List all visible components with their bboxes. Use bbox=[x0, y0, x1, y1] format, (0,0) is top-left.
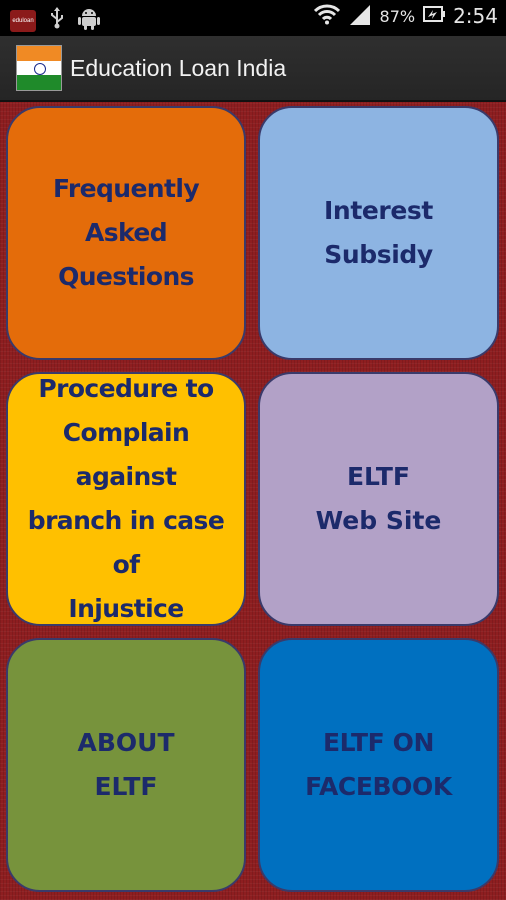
signal-icon bbox=[348, 3, 372, 29]
android-icon bbox=[78, 6, 100, 35]
battery-percent: 87% bbox=[379, 6, 416, 26]
eltf-website-tile-button[interactable]: ELTF Web Site bbox=[258, 372, 499, 626]
status-bar: eduloan bbox=[0, 0, 506, 36]
notification-app-label: eduloan bbox=[12, 17, 34, 24]
app-title: Education Loan India bbox=[70, 54, 287, 81]
action-bar: Education Loan India bbox=[0, 36, 506, 102]
wifi-icon bbox=[313, 3, 340, 29]
about-eltf-tile-button[interactable]: ABOUT ELTF bbox=[6, 638, 246, 892]
battery-icon bbox=[423, 4, 446, 28]
app-logo-icon[interactable] bbox=[16, 45, 62, 91]
usb-icon bbox=[50, 7, 64, 34]
interest-subsidy-tile-button[interactable]: Interest Subsidy bbox=[258, 106, 499, 360]
faq-tile-button[interactable]: Frequently Asked Questions bbox=[6, 106, 246, 360]
tile-grid: Frequently Asked Questions Interest Subs… bbox=[0, 102, 506, 900]
eltf-facebook-tile-button[interactable]: ELTF ON FACEBOOK bbox=[258, 638, 499, 892]
notification-app-icon: eduloan bbox=[10, 9, 36, 32]
status-clock: 2:54 bbox=[453, 4, 498, 28]
complaint-procedure-tile-button[interactable]: Procedure to Complain against branch in … bbox=[6, 372, 246, 626]
